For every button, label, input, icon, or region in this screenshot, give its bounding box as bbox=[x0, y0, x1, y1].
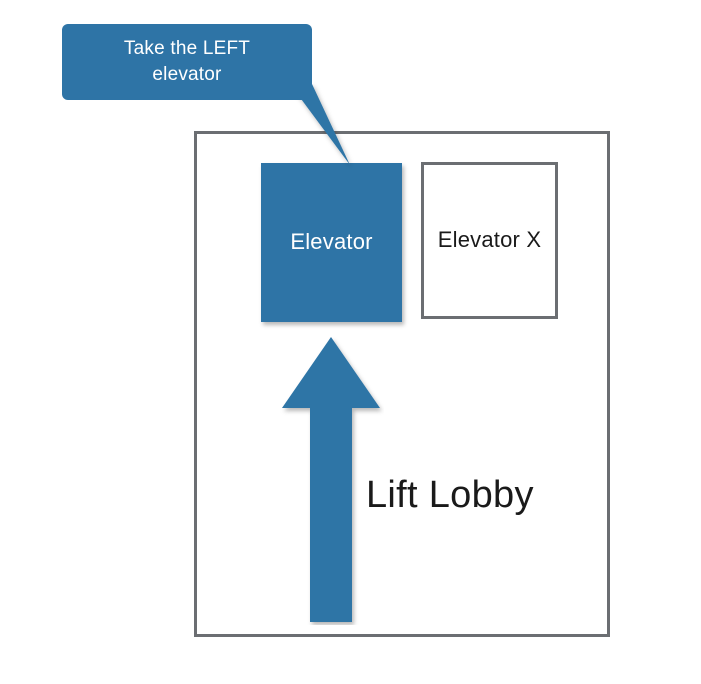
callout-bubble[interactable]: Take the LEFT elevator bbox=[62, 24, 312, 100]
callout-text: Take the LEFT elevator bbox=[123, 38, 251, 85]
up-arrow-polygon bbox=[282, 337, 380, 622]
lift-lobby-label: Lift Lobby bbox=[366, 474, 534, 516]
elevator-x-label: Elevator X bbox=[437, 227, 542, 253]
elevator-x-box[interactable]: Elevator X bbox=[421, 162, 558, 319]
elevator-left-box[interactable]: Elevator bbox=[261, 163, 402, 322]
elevator-left-label: Elevator bbox=[290, 229, 373, 255]
up-arrow-shape bbox=[278, 333, 384, 625]
